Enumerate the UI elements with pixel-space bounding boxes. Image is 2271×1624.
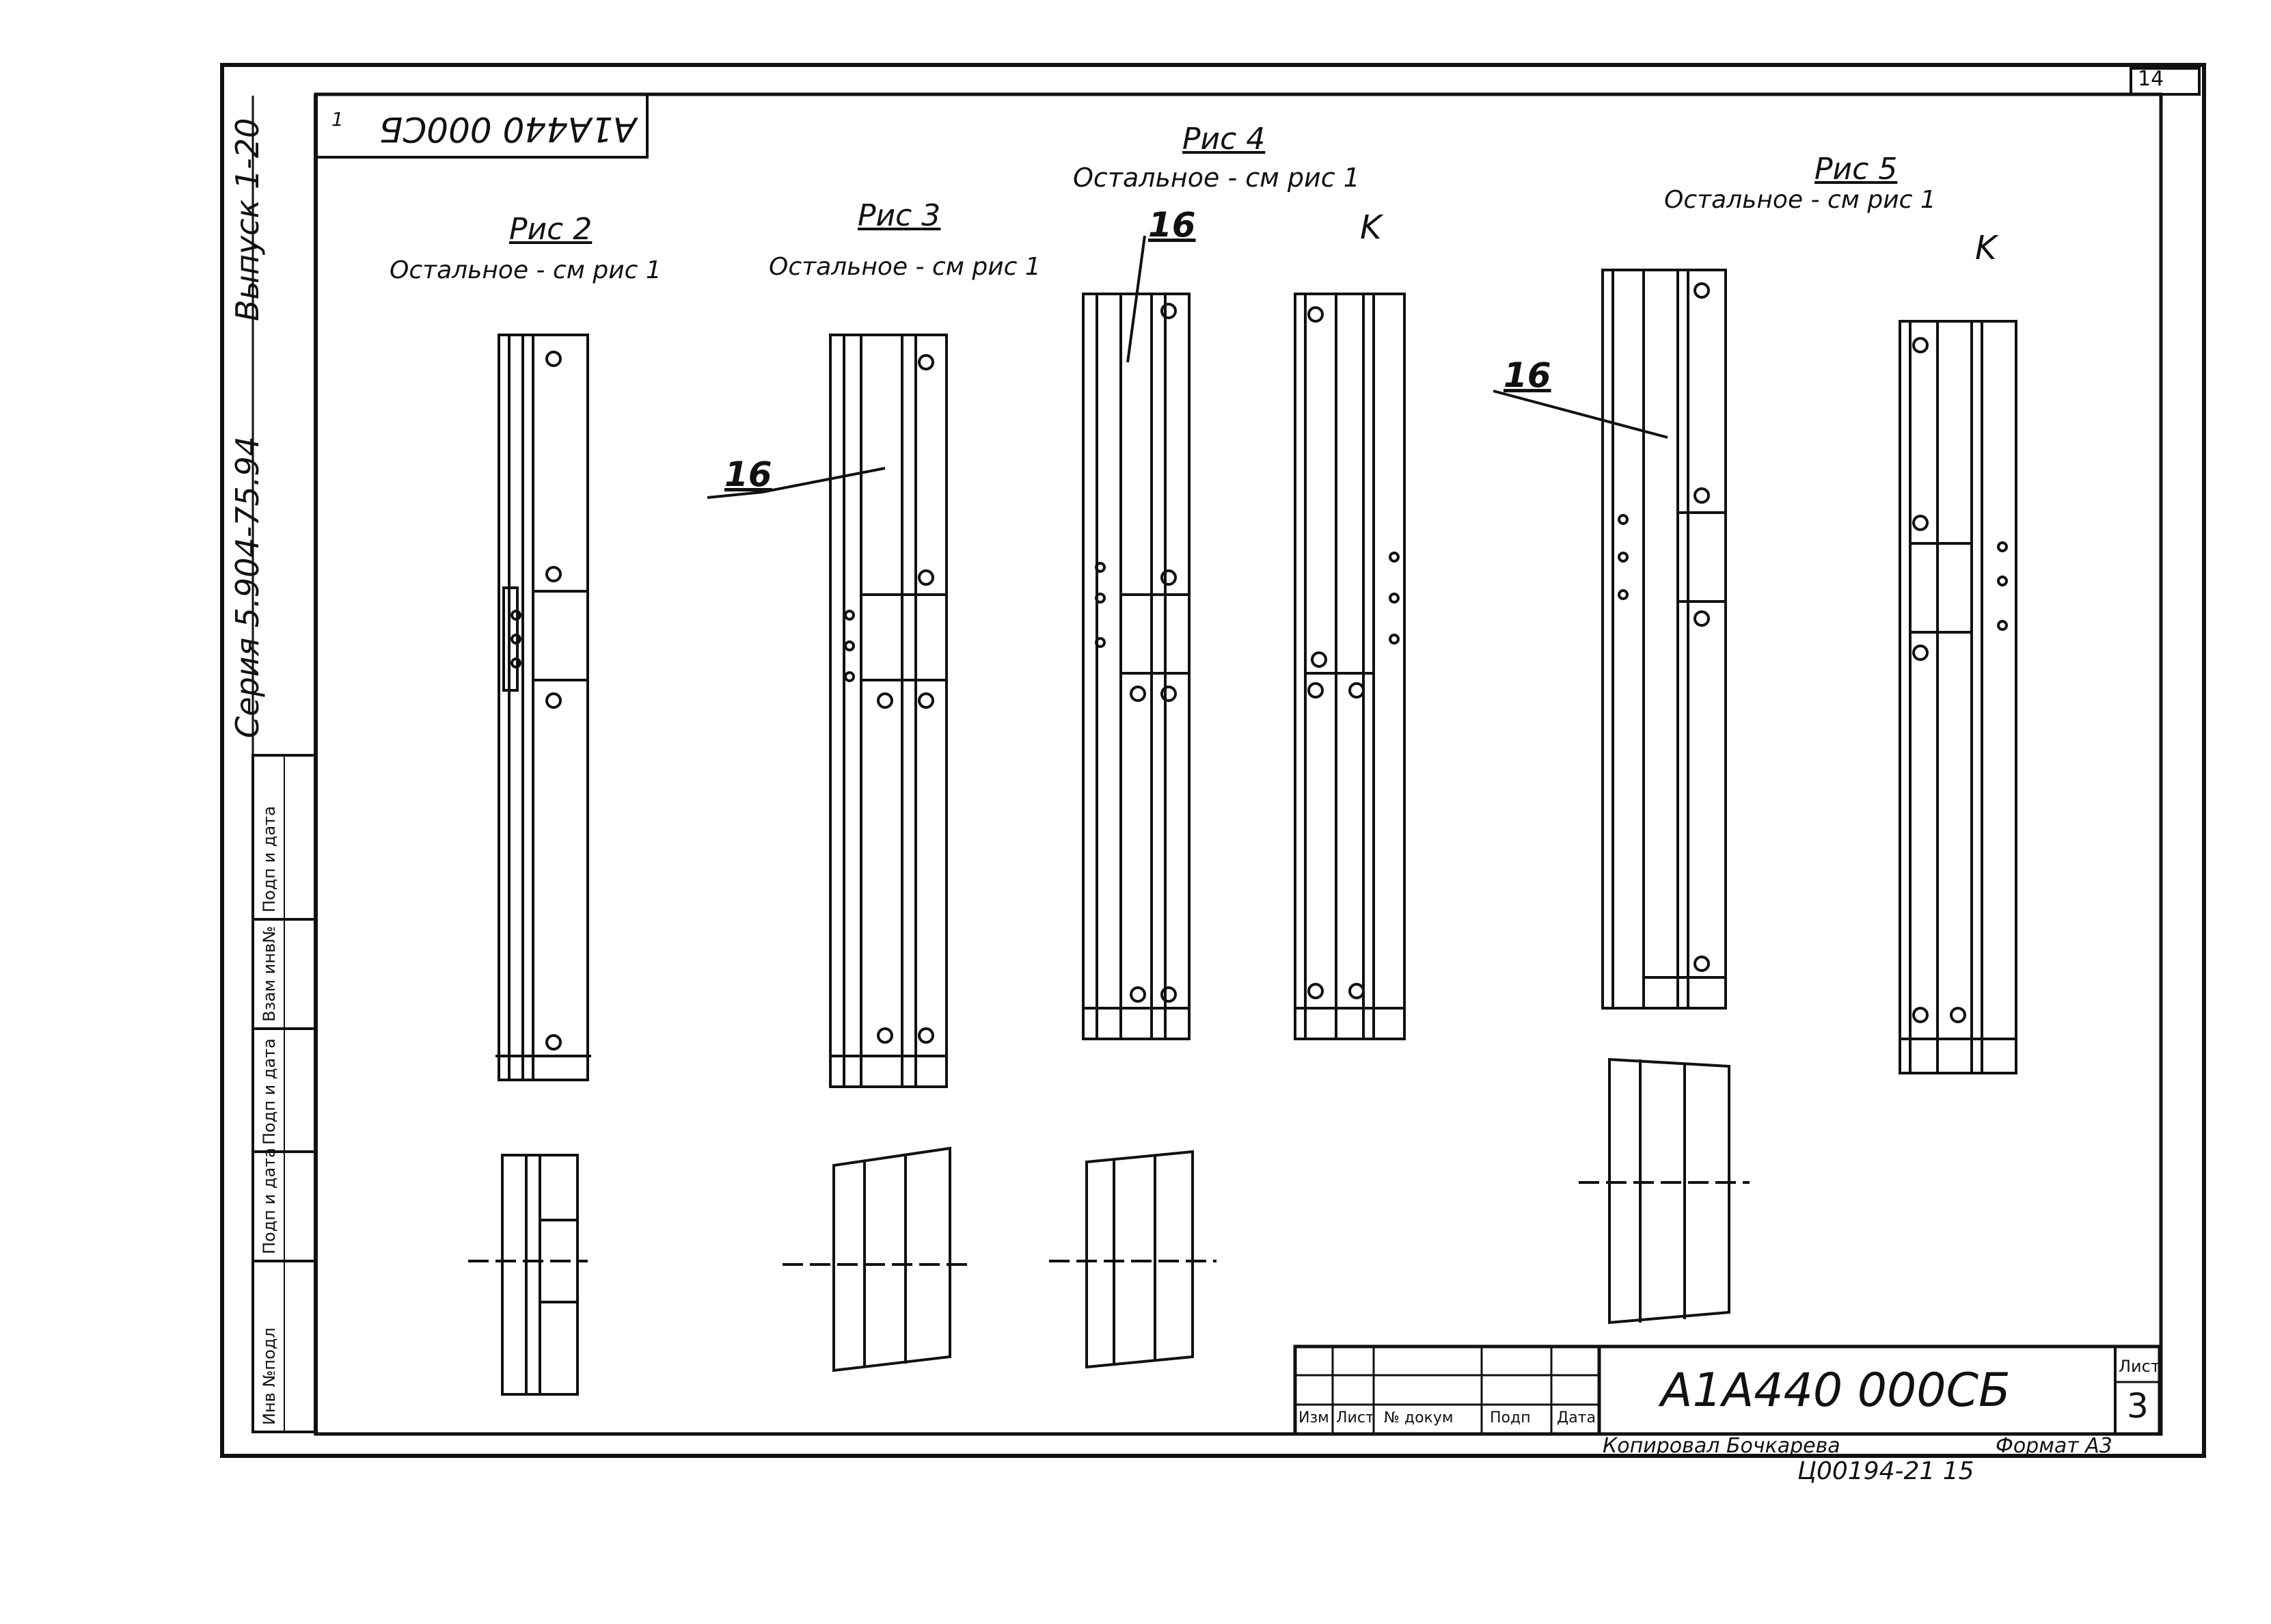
footer-copied: Копировал Бочкарева [1603,1434,1840,1458]
fig2-section [468,1154,588,1396]
leader-lines [707,235,1668,499]
fig2-note: Остальное - см рис 1 [390,256,662,284]
fig5-column [1601,269,1727,1010]
fig4-note: Остальное - см рис 1 [1073,163,1360,193]
callout-16-fig3: 16 [724,455,772,494]
column-date: Дата [1557,1409,1596,1426]
fig5-section [1579,1057,1750,1325]
view-k-fig4 [1294,293,1406,1040]
fig5-note: Остальное - см рис 1 [1664,186,1936,214]
fig2-title: Рис 2 [509,212,593,247]
mark-1: 1 [331,108,344,131]
table-label-1: Подп и дата [260,806,279,912]
series-label: Серия 5.904-75.94 [229,436,266,738]
sheet-label: Лист [2119,1357,2160,1376]
fig3-title: Рис 3 [858,198,941,233]
title-block-code: A1A440 000СБ [1661,1364,2011,1418]
issue-label: Выпуск 1-20 [229,118,266,321]
column-list: Лист [1336,1409,1374,1426]
fig3-column [829,334,948,1088]
fig5-title: Рис 5 [1814,152,1898,187]
title-block [1293,1344,2162,1436]
column-doc: № докум [1384,1409,1454,1426]
callout-16-fig5: 16 [1504,355,1551,395]
fig3-note: Остальное - см рис 1 [769,253,1041,281]
table-label-3: Подп и дата [260,1038,279,1145]
sheet-number: 3 [2127,1386,2149,1426]
view-k-label-2: K [1975,229,1997,267]
view-k-fig5 [1899,320,2017,1074]
mirrored-stamp-code: A1A440 000CБ [379,109,637,149]
inner-frame [314,92,2163,1436]
fig2-column [495,334,591,1081]
corner-sheet-number: 14 [2138,67,2164,91]
fig4-title: Рис 4 [1182,122,1266,157]
footer-order: Ц00194-21 15 [1797,1457,1974,1485]
table-label-5: Инв №подл [260,1327,279,1425]
fig4-section [1049,1150,1216,1369]
fig3-section [783,1146,970,1372]
outer-frame [220,63,2206,1458]
fig4-column [1082,293,1191,1040]
footer-format: Формат А3 [1996,1434,2112,1458]
column-sign: Подп [1490,1409,1531,1426]
table-label-4: Подп и дата [260,1148,279,1254]
column-izm: Изм [1298,1409,1329,1426]
corner-box [2130,67,2201,96]
view-k-label-1: K [1360,208,1382,247]
callout-16-fig4: 16 [1148,205,1196,245]
table-label-2: Взам инв№ [260,925,279,1022]
